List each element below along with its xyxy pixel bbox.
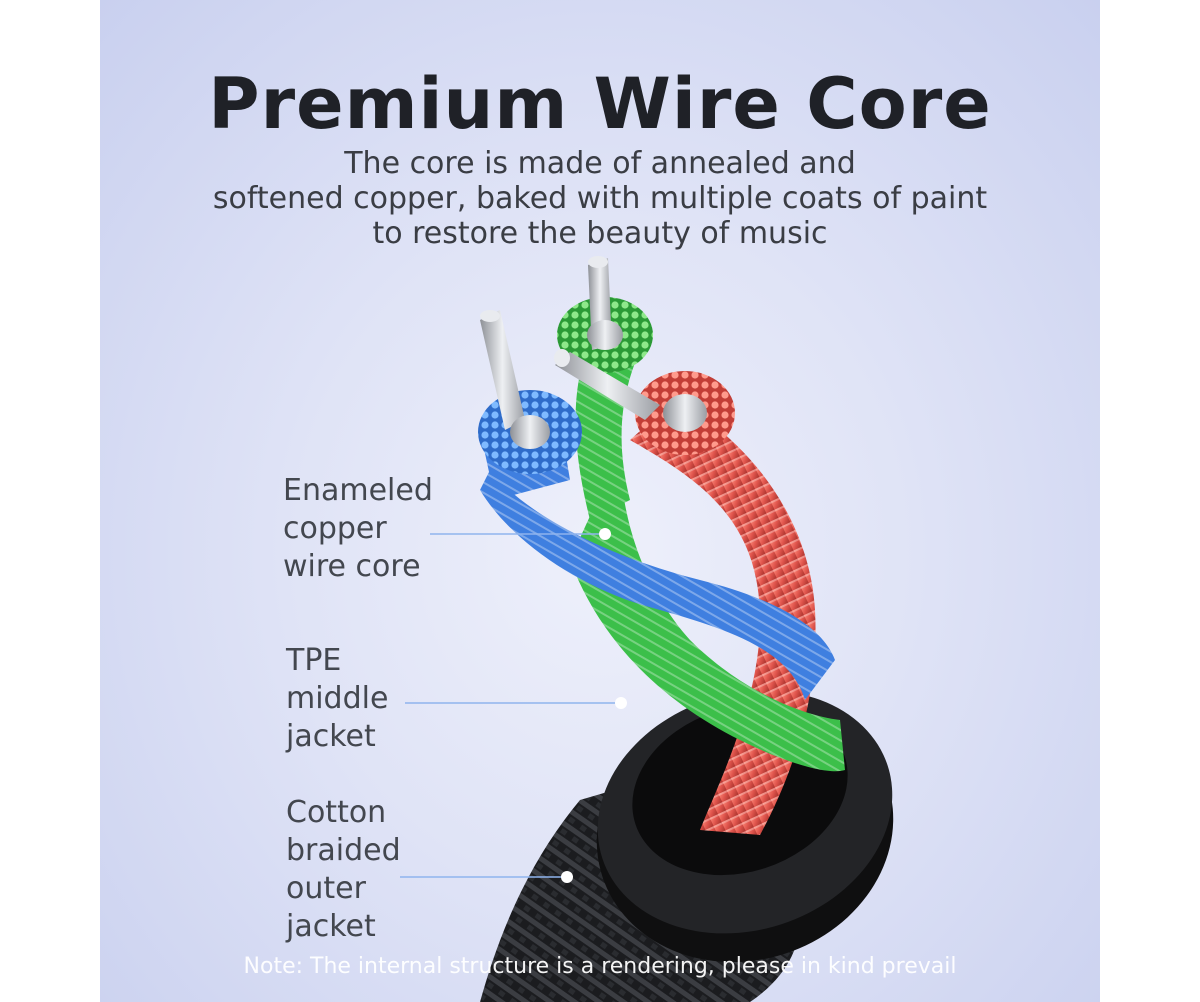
callout-enameled-copper: Enameled copper wire core (283, 472, 433, 586)
callout-line: Enameled (283, 473, 433, 508)
description-line: softened copper, baked with multiple coa… (212, 181, 988, 216)
product-panel: Premium Wire Core The core is made of an… (100, 0, 1100, 1002)
callout-dot-icon (615, 697, 627, 709)
callout-line: jacket (286, 909, 376, 944)
copper-conductors (480, 256, 660, 449)
callout-line: jacket (286, 719, 376, 754)
callout-line: Cotton (286, 795, 387, 830)
callout-cotton-braided: Cotton braided outer jacket (286, 794, 401, 946)
callout-tpe-jacket: TPE middle jacket (286, 642, 388, 756)
callout-line: outer (286, 871, 366, 906)
callout-line: copper (283, 511, 387, 546)
callout-line: braided (286, 833, 401, 868)
description-line: to restore the beauty of music (372, 216, 828, 251)
callout-line: TPE (286, 643, 342, 678)
callout-dot-icon (561, 871, 573, 883)
page-title: Premium Wire Core (208, 63, 992, 145)
cable-illustration (400, 256, 894, 1002)
callout-dot-icon (599, 528, 611, 540)
description-line: The core is made of annealed and (344, 146, 856, 181)
callout-leaders (400, 528, 627, 883)
callout-line: wire core (283, 549, 421, 584)
callout-line: middle (286, 681, 389, 716)
rendering-note: Note: The internal structure is a render… (243, 954, 957, 979)
description: The core is made of annealed and softene… (100, 146, 1100, 251)
